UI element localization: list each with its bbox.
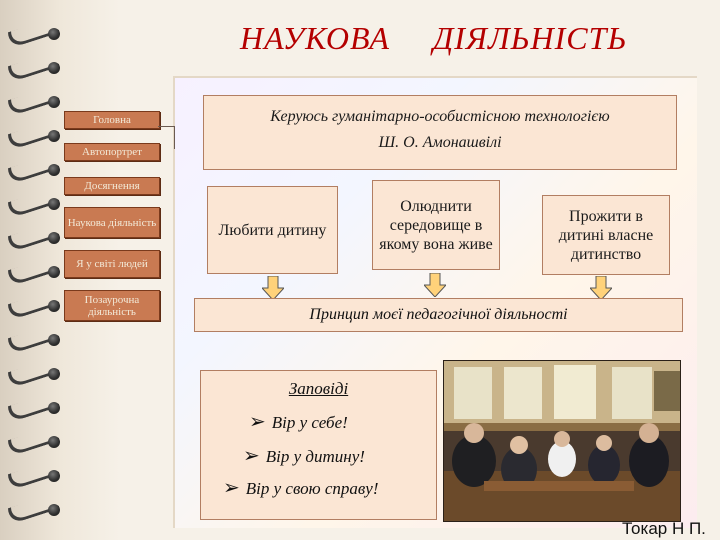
- classroom-photo: [443, 360, 681, 522]
- nav-extracurricular-button[interactable]: Позаурочна діяльність: [64, 290, 160, 321]
- technology-header-box: Керуюсь гуманітарно-особистісною техноло…: [203, 95, 677, 170]
- chevron-right-icon: ➢: [223, 475, 240, 499]
- principle-banner: Принцип моєї педагогічної діяльності: [194, 298, 683, 332]
- commandment-text: Вір у себе!: [271, 413, 348, 432]
- nav-connector-line: [158, 126, 175, 149]
- nav-people-button[interactable]: Я у світі людей: [64, 250, 160, 278]
- author-footer: Токар Н П.: [622, 519, 706, 538]
- nav-achievements-button[interactable]: Досягнення: [64, 177, 160, 195]
- commandment-item: ➢ Вір у себе!: [249, 409, 348, 433]
- down-arrow-icon: [590, 276, 612, 300]
- spiral-binding: [0, 0, 70, 540]
- classroom-photo-image: [444, 361, 680, 521]
- commandment-item: ➢ Вір у дитину!: [243, 443, 365, 467]
- love-child-box: Любити дитину: [207, 186, 338, 274]
- commandment-text: Вір у дитину!: [265, 447, 365, 466]
- humanize-environment-text: Олюднити середовище в якому вона живе: [379, 197, 493, 253]
- commandments-heading: Заповіді: [288, 379, 349, 398]
- down-arrow-icon: [262, 276, 284, 300]
- commandments-box: Заповіді ➢ Вір у себе! ➢ Вір у дитину! ➢ Ві…: [200, 370, 437, 520]
- humanize-environment-box: Олюднити середовище в якому вона живе: [372, 180, 500, 270]
- chevron-right-icon: ➢: [249, 409, 266, 433]
- nav-self-portrait-button[interactable]: Автопортрет: [64, 143, 160, 161]
- chevron-right-icon: ➢: [243, 443, 260, 467]
- live-childhood-box: Прожити в дитині власне дитинство: [542, 195, 670, 275]
- live-childhood-text: Прожити в дитині власне дитинство: [558, 207, 654, 263]
- page-title: НАУКОВА ДІЯЛЬНІСТЬ: [240, 20, 628, 56]
- header-line-2: Ш. О. Амонашвілі: [378, 134, 502, 151]
- down-arrow-icon: [424, 273, 446, 297]
- commandment-text: Вір у свою справу!: [245, 479, 379, 498]
- nav-home-button[interactable]: Головна: [64, 111, 160, 129]
- love-child-text: Любити дитину: [218, 221, 327, 239]
- nav-research-button[interactable]: Наукова діяльність: [64, 207, 160, 238]
- commandment-item: ➢ Вір у свою справу!: [223, 475, 379, 499]
- header-line-1: Керуюсь гуманітарно-особистісною техноло…: [270, 108, 610, 125]
